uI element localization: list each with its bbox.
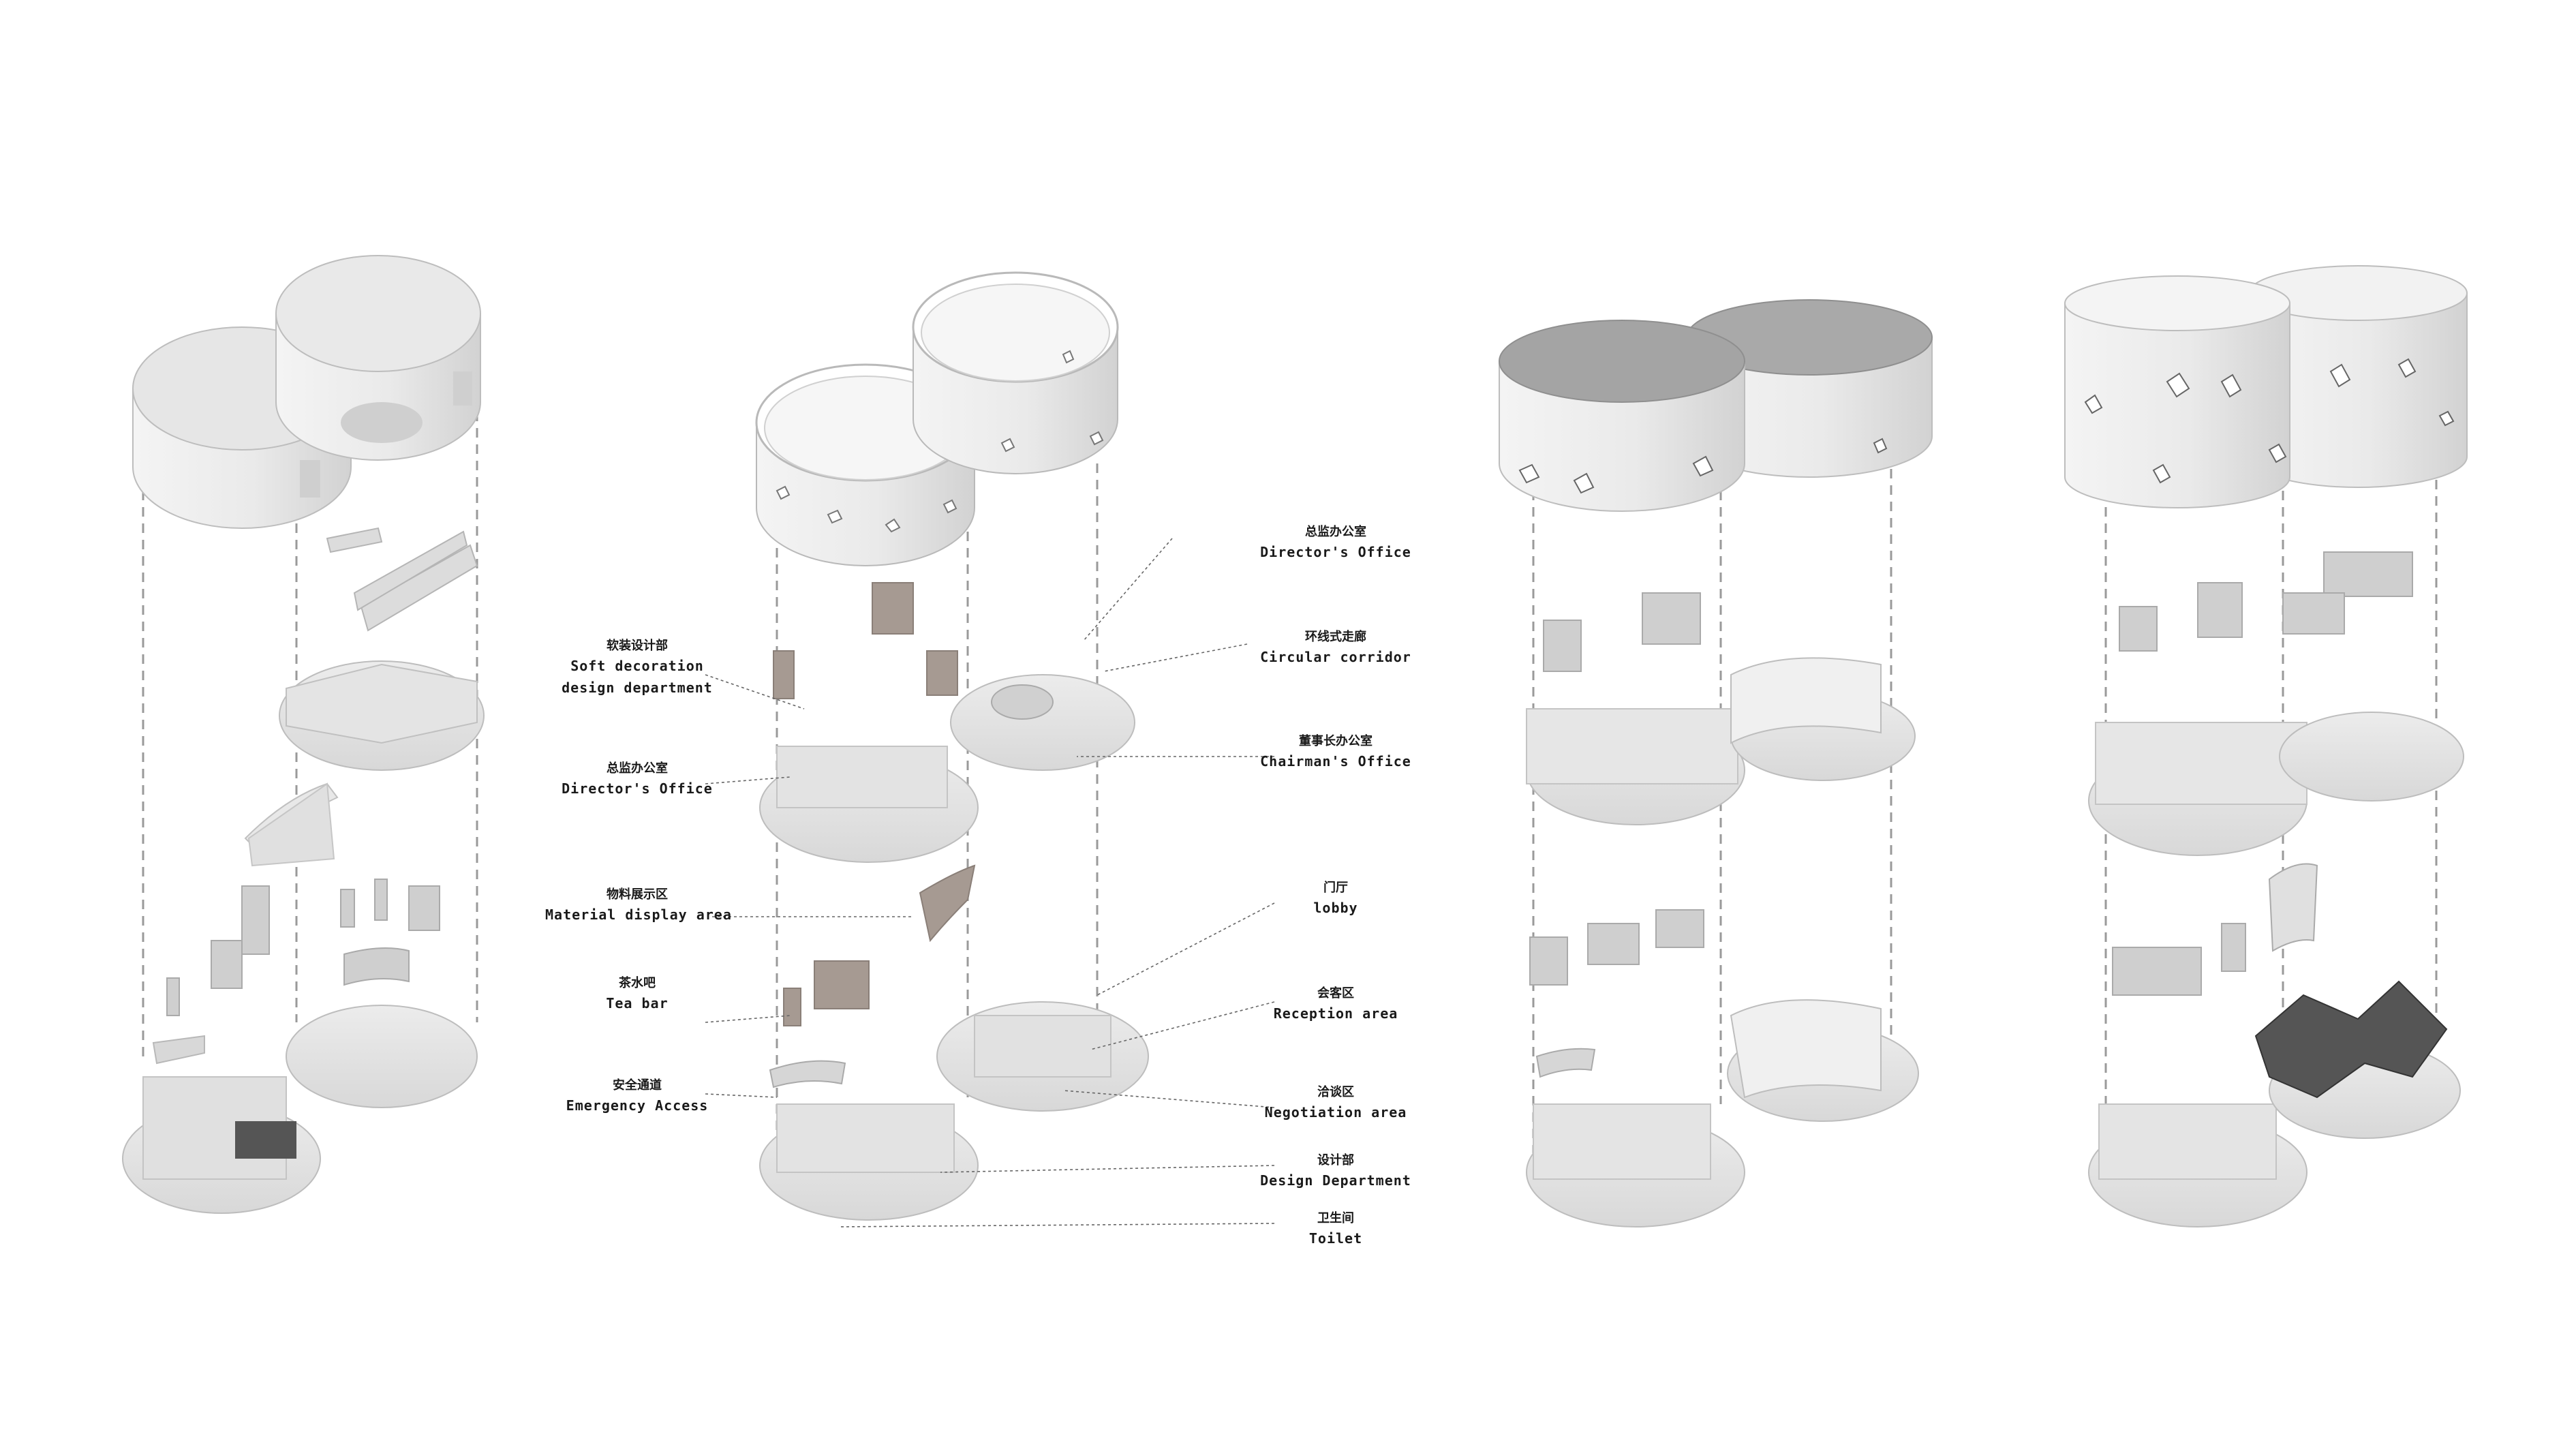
model-1-upper-walls [326,527,478,632]
model-1-mid-panels [166,879,440,1016]
label-director-office-left-en: Director's Office [562,780,713,797]
label-material-display-en: Material display area [545,906,732,923]
label-negotiation-area-zh: 洽谈区 [1317,1085,1354,1099]
label-reception-area: 会客区 Reception area [1254,985,1417,1024]
label-toilet-zh: 卫生间 [1317,1211,1354,1225]
model-2-annotated [705,271,1275,1227]
label-chairman-office-en: Chairman's Office [1260,753,1411,769]
model-3-panels [1529,592,1704,986]
label-circular-corridor-zh: 环线式走廊 [1305,630,1366,644]
label-tea-bar-zh: 茶水吧 [619,976,656,990]
label-reception-area-en: Reception area [1273,1005,1398,1022]
model-1-roof [132,255,481,529]
label-chairman-office: 董事长办公室 Chairman's Office [1247,733,1424,772]
label-director-office-left-zh: 总监办公室 [607,761,668,776]
label-lobby: 门厅 lobby [1254,879,1417,919]
label-design-department: 设计部 Design Department [1247,1152,1424,1191]
label-soft-decoration-en2: design department [562,680,713,696]
model-4-floors [2088,712,2464,1227]
model-2-floor-plates [759,674,1149,1221]
label-toilet-en: Toilet [1308,1230,1363,1247]
label-negotiation-area-en: Negotiation area [1264,1104,1407,1120]
label-chairman-office-zh: 董事长办公室 [1299,734,1373,748]
model-3-roof [1499,299,1933,512]
label-lobby-en: lobby [1313,900,1358,916]
model-2-brown-panels [773,582,976,1026]
model-3-floors [1526,657,1919,1227]
label-design-department-zh: 设计部 [1317,1153,1354,1168]
label-director-office-right-zh: 总监办公室 [1305,525,1366,539]
model-1-upper-floor [244,660,485,867]
label-circular-corridor-en: Circular corridor [1260,649,1411,665]
model-1-lower-floor [122,1005,478,1214]
label-emergency-access: 安全通道 Emergency Access [549,1077,726,1116]
model-2-leader-lines [705,538,1275,1227]
label-lobby-zh: 门厅 [1323,881,1348,895]
label-material-display-zh: 物料展示区 [607,887,668,902]
label-emergency-access-zh: 安全通道 [613,1078,662,1093]
label-director-office-left: 总监办公室 Director's Office [555,760,719,799]
label-tea-bar-en: Tea bar [606,995,669,1011]
label-director-office-right-en: Director's Office [1260,544,1411,560]
label-tea-bar: 茶水吧 Tea bar [555,975,719,1014]
label-reception-area-zh: 会客区 [1317,986,1354,1001]
label-material-display: 物料展示区 Material display area [545,886,732,926]
label-negotiation-area: 洽谈区 Negotiation area [1254,1084,1417,1123]
label-soft-decoration-en: Soft decoration [570,658,704,674]
model-2-ring-walls [755,271,1119,566]
label-design-department-en: Design Department [1260,1172,1411,1189]
model-1-overview [122,255,485,1214]
model-4-panels [2112,551,2413,996]
label-circular-corridor: 环线式走廊 Circular corridor [1254,628,1417,668]
model-4-roof [2064,265,2468,508]
model-3-overview [1499,299,1933,1227]
label-soft-decoration-zh: 软装设计部 [607,639,668,653]
model-4-overview [2064,265,2468,1227]
label-soft-decoration: 软装设计部 Soft decoration design department [555,637,719,699]
label-toilet: 卫生间 Toilet [1254,1210,1417,1249]
label-director-office-right: 总监办公室 Director's Office [1254,523,1417,563]
label-emergency-access-en: Emergency Access [566,1097,709,1114]
